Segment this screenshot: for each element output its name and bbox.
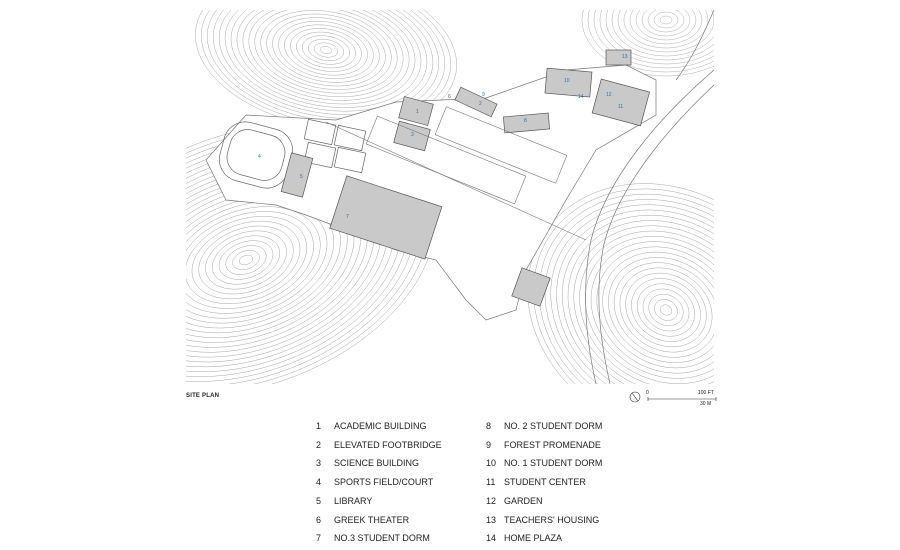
- map-label-10: 10: [564, 78, 570, 84]
- map-label-9: 9: [482, 92, 485, 98]
- roads: [585, 10, 714, 384]
- map-label-4: 4: [258, 154, 261, 160]
- buildings: [280, 49, 650, 307]
- scale-meters: 30 M: [700, 401, 712, 407]
- plan-caption: SITE PLAN: [186, 393, 220, 399]
- sports-track: [219, 118, 367, 189]
- map-label-14: 14: [578, 94, 584, 100]
- courtyards: [325, 106, 587, 241]
- map-label-1: 1: [416, 109, 419, 115]
- map-label-6: 6: [448, 94, 451, 100]
- map-label-13: 13: [622, 54, 628, 60]
- map-label-8: 8: [524, 118, 527, 124]
- map-label-11: 11: [618, 104, 623, 110]
- map-label-5: 5: [300, 174, 303, 180]
- map-label-2: 2: [479, 101, 482, 107]
- map-label-7: 7: [346, 214, 349, 220]
- campus-ground: [205, 64, 657, 321]
- map-label-12: 12: [606, 92, 612, 98]
- scale-bar: 0 100 FT 30 M: [628, 387, 718, 407]
- scale-zero: 0: [646, 390, 649, 396]
- scale-feet: 100 FT: [698, 390, 714, 396]
- map-label-3: 3: [411, 132, 414, 138]
- north-arrow-icon: [629, 391, 717, 403]
